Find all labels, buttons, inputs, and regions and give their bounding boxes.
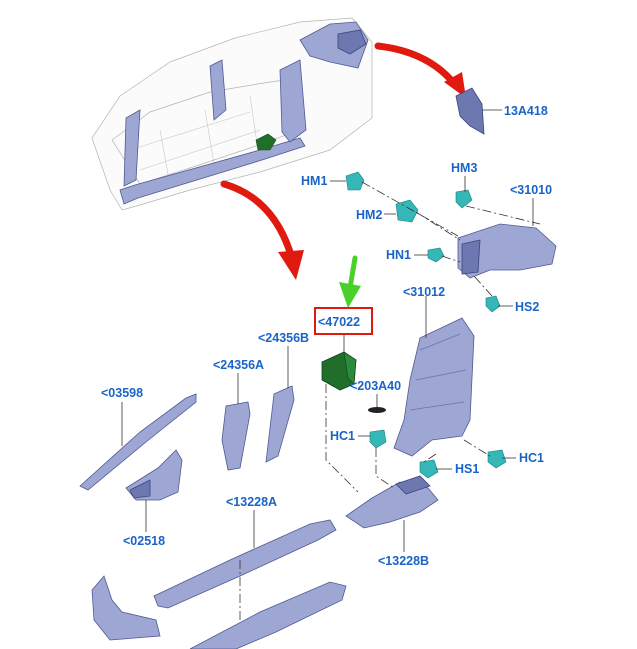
callout-HS2[interactable]: HS2 <box>515 300 539 314</box>
callout-203A40[interactable]: <203A40 <box>350 379 401 393</box>
part-31012 <box>393 296 475 457</box>
callout-13228A[interactable]: <13228A <box>226 495 277 509</box>
part-02518 <box>125 449 183 532</box>
part-03598 <box>79 393 197 491</box>
green-arrow <box>347 255 358 291</box>
clip-HM2 <box>384 199 419 223</box>
red-arrow-down <box>220 180 294 256</box>
clip-HS2 <box>485 295 513 313</box>
callout-02518[interactable]: <02518 <box>123 534 165 548</box>
green-arrow-head <box>339 282 361 308</box>
callout-HC1-right[interactable]: HC1 <box>519 451 544 465</box>
part-47022 <box>321 334 357 391</box>
clip-HM1 <box>330 171 365 191</box>
callout-24356A[interactable]: <24356A <box>213 358 264 372</box>
red-arrow-down-head <box>278 250 304 280</box>
part-13228B <box>345 475 439 552</box>
clip-HM3 <box>455 176 473 209</box>
part-24356B <box>265 346 295 463</box>
callout-HM2[interactable]: HM2 <box>356 208 382 222</box>
clip-HC1-right <box>487 449 516 469</box>
callout-24356B[interactable]: <24356B <box>258 331 309 345</box>
part-13A418 <box>455 87 502 135</box>
highlight-box-47022 <box>314 307 373 335</box>
lower-sill-trim <box>91 575 347 649</box>
part-13228A <box>153 510 337 609</box>
part-24356A <box>221 373 251 471</box>
part-31010 <box>457 198 557 279</box>
callout-31010[interactable]: <31010 <box>510 183 552 197</box>
callout-HM1[interactable]: HM1 <box>301 174 327 188</box>
callout-13A418[interactable]: 13A418 <box>504 104 548 118</box>
callout-HC1-left[interactable]: HC1 <box>330 429 355 443</box>
clip-HN1 <box>414 247 445 263</box>
clip-HS1 <box>419 459 452 479</box>
callout-HN1[interactable]: HN1 <box>386 248 411 262</box>
part-203A40 <box>368 394 386 413</box>
car-body-illustration <box>91 17 373 211</box>
callout-13228B[interactable]: <13228B <box>378 554 429 568</box>
callout-31012[interactable]: <31012 <box>403 285 445 299</box>
callout-47022[interactable]: <47022 <box>318 315 360 329</box>
red-arrow-right-head <box>444 72 466 98</box>
callout-HM3[interactable]: HM3 <box>451 161 477 175</box>
clip-HC1-left <box>358 429 387 449</box>
red-arrow-right <box>374 42 460 90</box>
callout-HS1[interactable]: HS1 <box>455 462 479 476</box>
callout-03598[interactable]: <03598 <box>101 386 143 400</box>
